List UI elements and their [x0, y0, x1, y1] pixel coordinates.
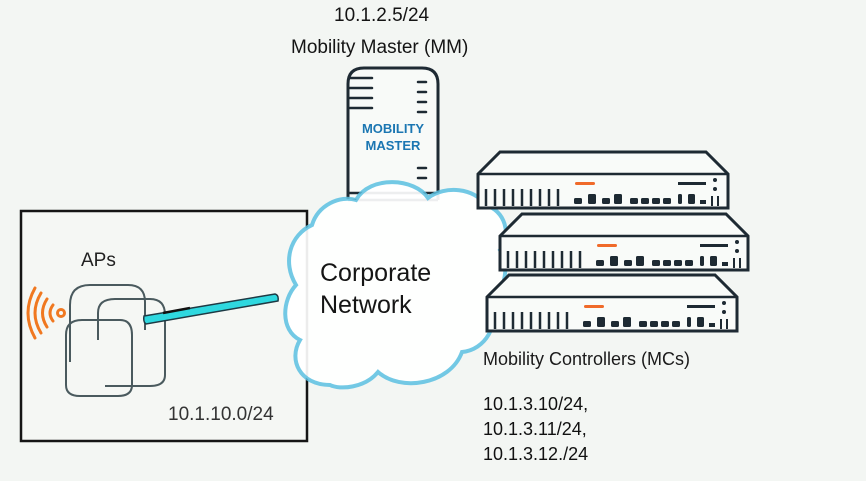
mobility-controller-device: [498, 212, 750, 272]
port: [583, 321, 591, 327]
port: [663, 260, 671, 266]
ap-icon: [97, 298, 166, 387]
port: [602, 198, 610, 204]
corporate-network-cloud: [283, 180, 508, 390]
port: [611, 321, 619, 327]
mm-device-label-1: MOBILITY: [362, 121, 424, 136]
port: [596, 260, 604, 266]
mobility-controllers-ips: 10.1.3.10/24, 10.1.3.11/24, 10.1.3.12./2…: [483, 392, 588, 467]
port: [652, 198, 660, 204]
mobility-controllers-label: Mobility Controllers (MCs): [483, 349, 691, 369]
port: [636, 256, 644, 266]
mm-device-label-2: MASTER: [366, 138, 422, 153]
port: [630, 198, 638, 204]
mobility-controllers-stack: [476, 150, 750, 333]
cloud-label-line2: Network: [320, 291, 412, 319]
port: [652, 260, 660, 266]
status-led: [575, 182, 595, 185]
mobility-master-device: MOBILITY MASTER: [346, 66, 440, 202]
mc-ip: 10.1.3.12./24: [483, 444, 589, 464]
port: [610, 256, 618, 266]
port: [685, 260, 693, 266]
port: [639, 321, 647, 327]
port: [710, 256, 717, 266]
mobility-master-label: Mobility Master (MM): [291, 37, 469, 58]
ethernet-cable: [143, 293, 279, 325]
wifi-signal-icon: [26, 286, 66, 340]
port: [674, 260, 682, 266]
port: [663, 198, 671, 204]
mc-ip: 10.1.3.10/24,: [483, 394, 589, 414]
port: [688, 194, 695, 204]
mc-ip: 10.1.3.11/24,: [483, 419, 587, 439]
port: [650, 321, 658, 327]
port: [624, 260, 632, 266]
port: [641, 198, 649, 204]
mobility-controller-device: [476, 150, 730, 210]
port: [623, 317, 631, 327]
port: [614, 194, 622, 204]
status-led: [597, 244, 617, 247]
port: [661, 321, 669, 327]
corporate-network-label: Corporate Network: [320, 257, 431, 321]
port: [687, 317, 691, 327]
access-points: [65, 284, 166, 397]
mobility-master-ip: 10.1.2.5/24: [334, 5, 430, 26]
status-led: [584, 305, 604, 308]
ap-icon: [69, 284, 146, 362]
port: [588, 194, 596, 204]
ap-icon: [65, 319, 133, 397]
mobility-controller-device: [485, 273, 739, 333]
port: [597, 317, 605, 327]
port: [672, 321, 680, 327]
ap-subnet-label: 10.1.10.0/24: [168, 404, 274, 425]
port: [574, 198, 582, 204]
port: [678, 194, 682, 204]
aps-label: APs: [81, 250, 116, 271]
port: [697, 317, 704, 327]
port: [700, 256, 704, 266]
cloud-label-line1: Corporate: [320, 259, 432, 287]
